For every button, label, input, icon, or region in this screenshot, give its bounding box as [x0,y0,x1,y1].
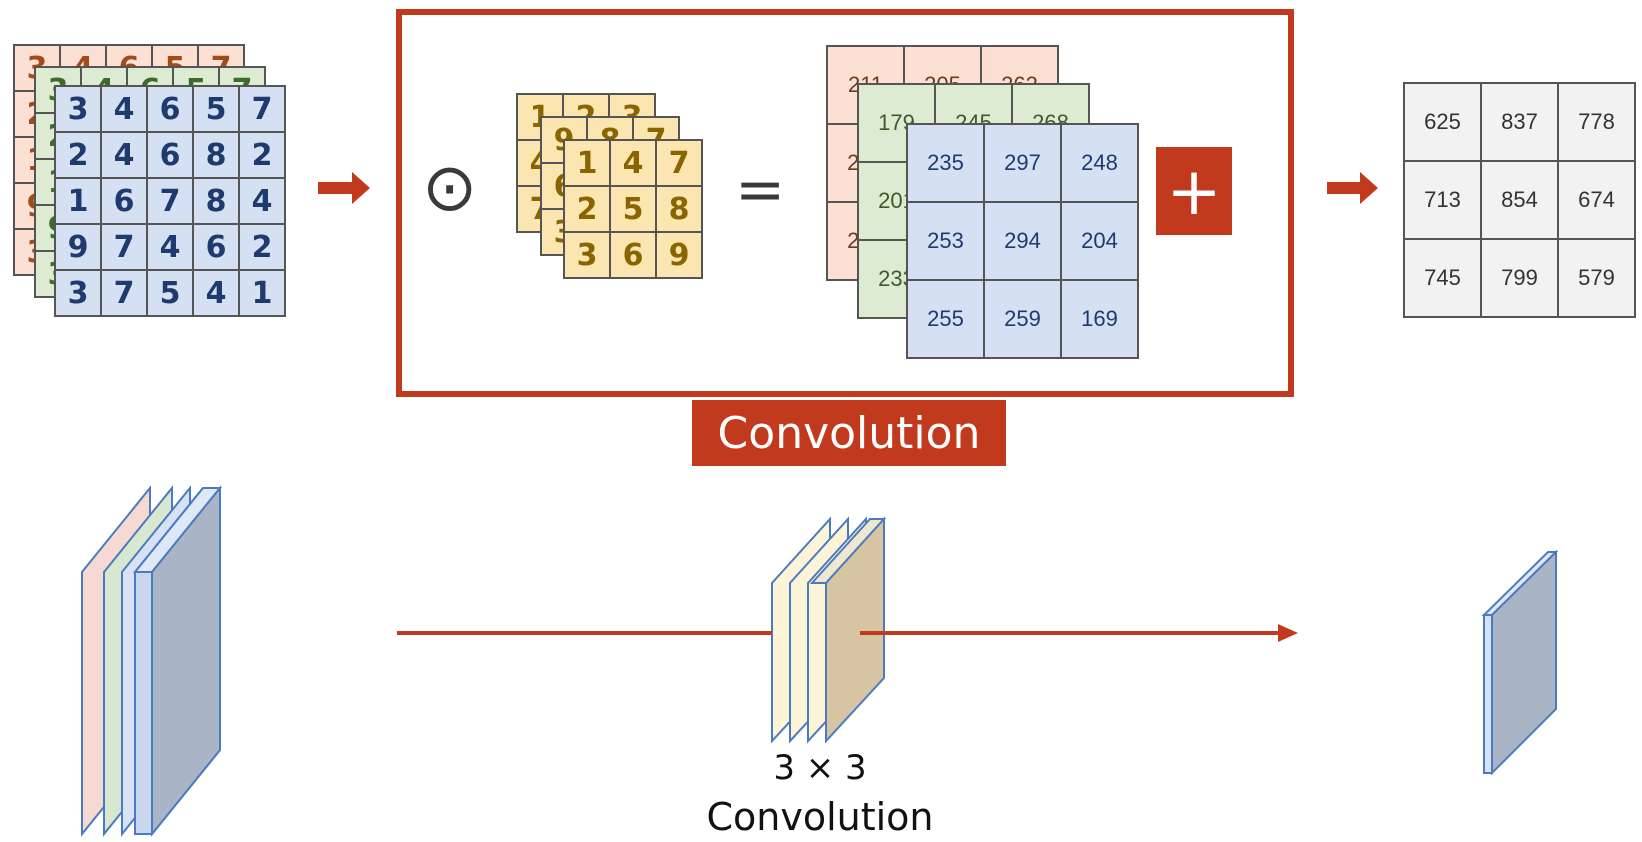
matrix-cell: 2 [56,133,102,179]
arrow-conv-to-result [1327,172,1378,204]
matrix-cell: 4 [611,141,657,187]
matrix-cell: 259 [985,281,1062,359]
equals-symbol: = [735,155,786,225]
matrix-cell: 204 [1062,203,1139,281]
matrix-cell: 4 [148,225,194,271]
matrix-cell: 854 [1482,162,1559,240]
matrix-cell: 579 [1559,240,1636,318]
matrix-cell: 3 [565,233,611,279]
output-map-illustration [1481,549,1559,776]
matrix-cell: 7 [102,271,148,317]
matrix-cell: 4 [102,87,148,133]
matrix-cell: 6 [148,87,194,133]
matrix-cell: 248 [1062,125,1139,203]
matrix-cell: 297 [985,125,1062,203]
matrix-cell: 7 [657,141,703,187]
input-volume-illustration [81,485,223,837]
arrow-input-to-conv [318,172,370,204]
convolution-label: Convolution [692,400,1006,466]
matrix-cell: 9 [56,225,102,271]
kernel-volume-illustration [771,516,887,744]
matrix-cell: 7 [148,179,194,225]
matrix-cell: 4 [194,271,240,317]
bottom-convolution-caption: Convolution [706,795,934,839]
matrix-cell: 6 [194,225,240,271]
matrix-cell: 745 [1405,240,1482,318]
matrix-cell: 4 [102,133,148,179]
matrix-cell: 8 [194,179,240,225]
matrix-cell: 1 [56,179,102,225]
matrix-cell: 2 [565,187,611,233]
matrix-cell: 1 [565,141,611,187]
matrix-cell: 625 [1405,84,1482,162]
matrix-cell: 6 [102,179,148,225]
sum-symbol: + [1156,147,1232,235]
matrix-cell: 778 [1559,84,1636,162]
matrix-cell: 253 [908,203,985,281]
matrix-cell: 837 [1482,84,1559,162]
matrix-cell: 799 [1482,240,1559,318]
matrix-cell: 5 [611,187,657,233]
matrix-cell: 1 [240,271,286,317]
matrix-cell: 9 [657,233,703,279]
matrix-cell: 674 [1559,162,1636,240]
matrix-cell: 294 [985,203,1062,281]
matrix-cell: 3 [56,87,102,133]
matrix-cell: 8 [194,133,240,179]
matrix-cell: 6 [611,233,657,279]
convolution-frame [396,9,1294,397]
matrix-cell: 3 [56,271,102,317]
matrix-cell: 255 [908,281,985,359]
matrix-cell: 2 [240,133,286,179]
convolution-flow-arrowhead [1278,624,1298,642]
matrix-cell: 7 [240,87,286,133]
matrix-cell: 5 [148,271,194,317]
matrix-cell: 2 [240,225,286,271]
matrix-cell: 6 [148,133,194,179]
matrix-cell: 8 [657,187,703,233]
matrix-cell: 7 [102,225,148,271]
matrix-cell: 5 [194,87,240,133]
matrix-cell: 4 [240,179,286,225]
kernel-size-label: 3 × 3 [773,748,867,788]
matrix-cell: 235 [908,125,985,203]
matrix-cell: 713 [1405,162,1482,240]
hadamard-product-symbol: ⊙ [422,149,478,226]
matrix-cell: 169 [1062,281,1139,359]
